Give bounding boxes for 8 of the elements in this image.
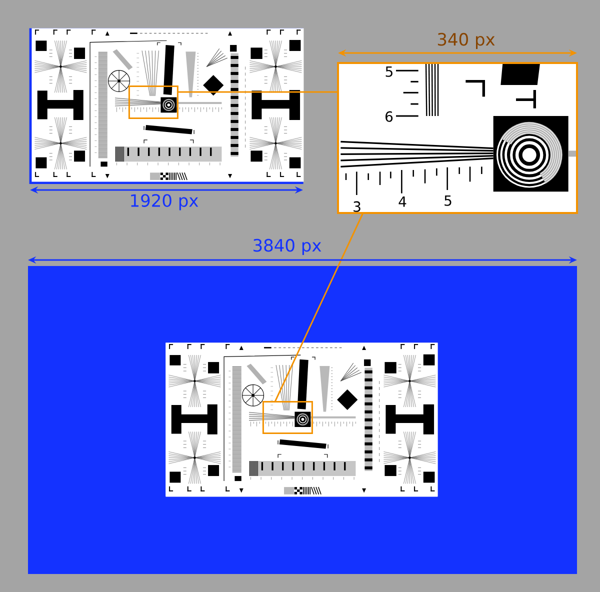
dimension-label: 1920 px (131, 194, 198, 210)
scale-number: 5 (444, 196, 452, 206)
scale-number: 4 (398, 196, 406, 207)
scale-number: 3 (354, 201, 360, 212)
scale-number: 6 (386, 111, 393, 122)
scale-number: 5 (386, 66, 392, 77)
magnified-view (337, 62, 578, 214)
dimension-label: 3840 px (254, 238, 322, 256)
